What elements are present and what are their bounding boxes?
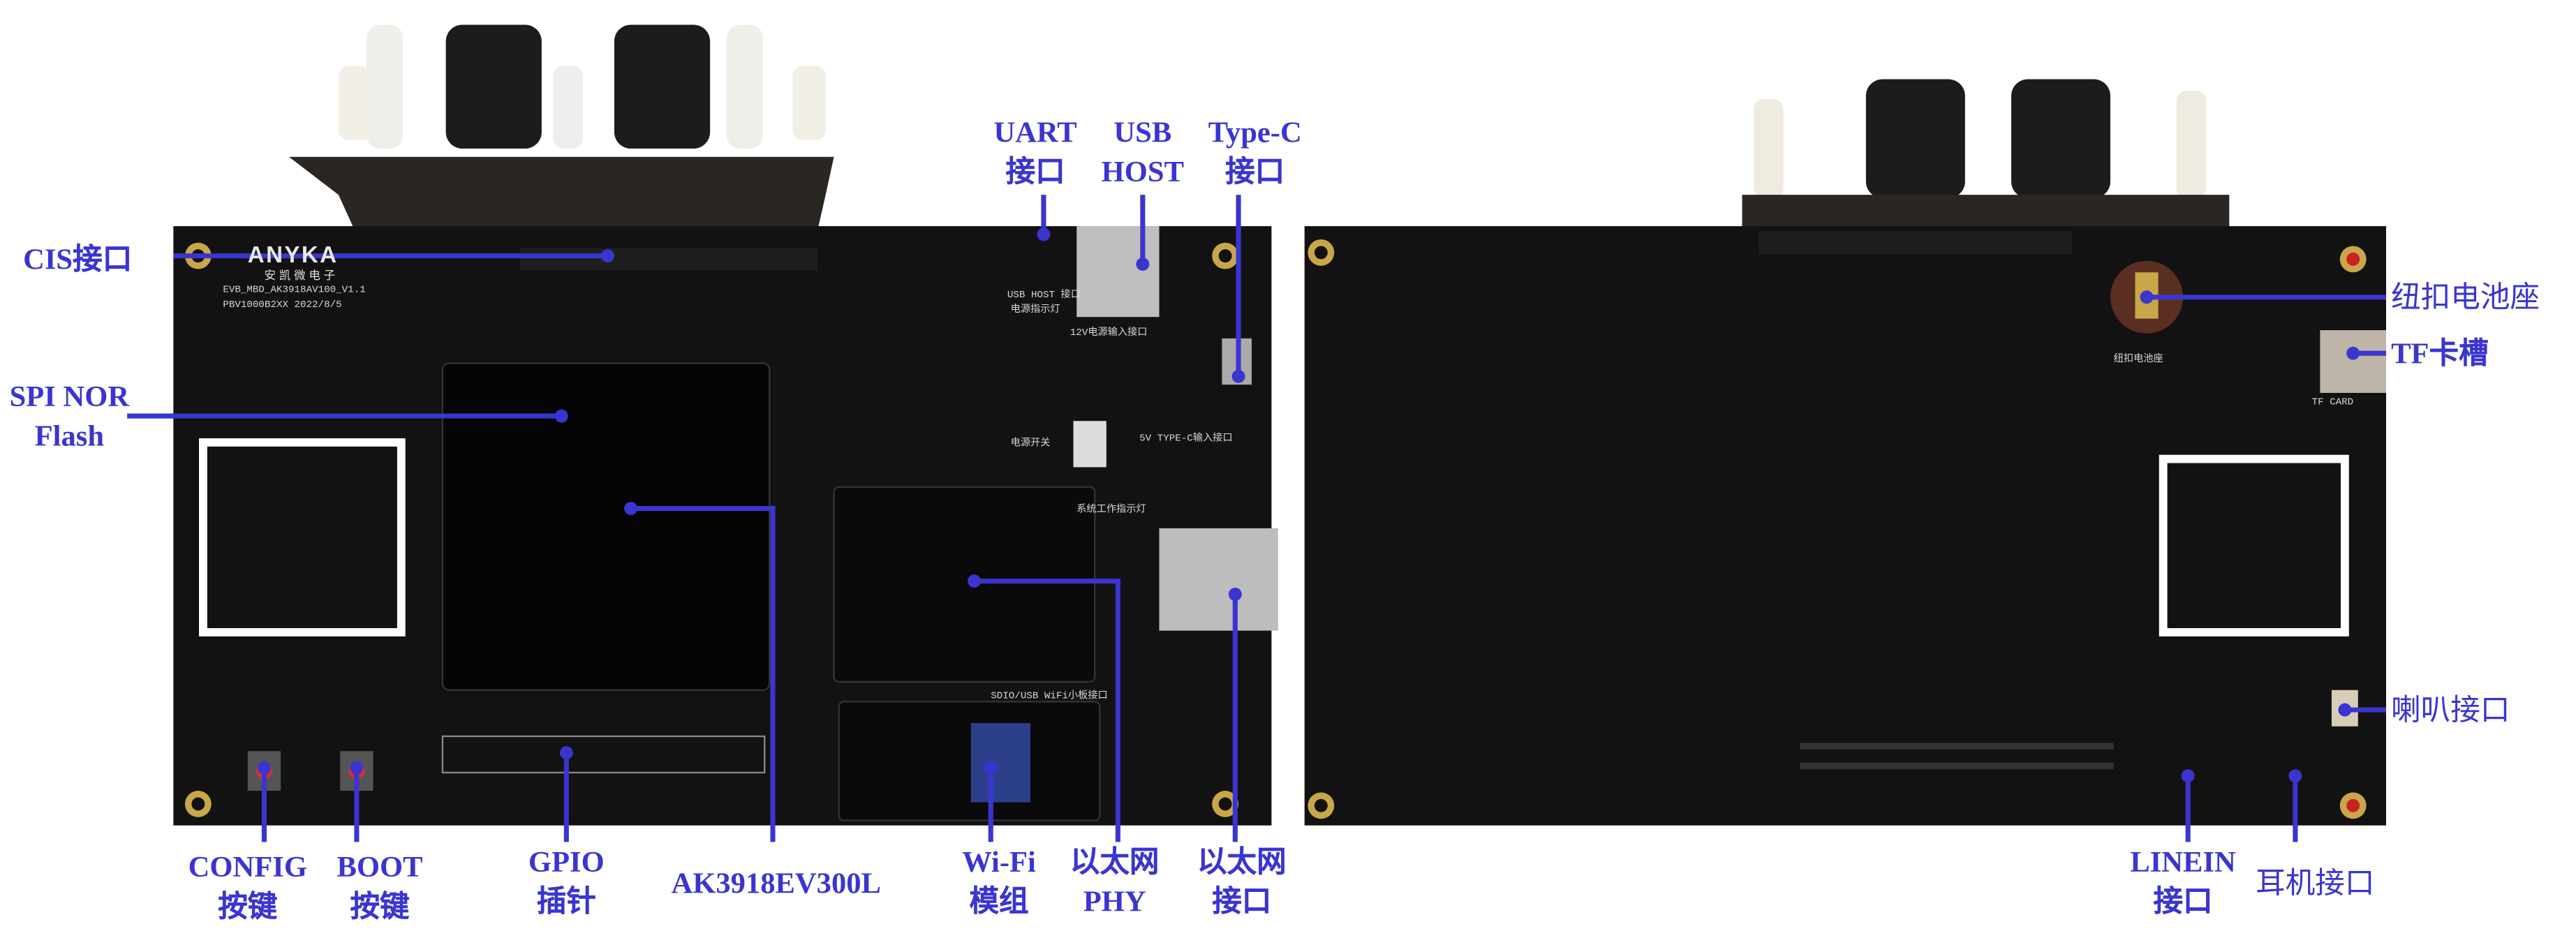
label-coin-battery: 纽扣电池座 <box>2391 281 2540 314</box>
board-version: PBV1000B2XX 2022/8/5 <box>223 299 342 311</box>
right-camera-module <box>1742 79 2230 232</box>
label-ethernet-port: 以太网接口 <box>1197 845 1287 918</box>
annotation-dots <box>258 228 2360 783</box>
silk-typec: 5V TYPE-C输入接口 <box>1139 432 1233 445</box>
label-headphone: 耳机接口 <box>2256 866 2375 900</box>
silk-wifi-port: SDIO/USB WiFi小板接口 <box>991 690 1108 702</box>
label-soc: AK3918EV300L <box>671 866 881 900</box>
board-model: EVB_MBD_AK3918AV100_V1.1 <box>223 283 366 296</box>
label-tf-slot: TF卡槽 <box>2391 336 2489 370</box>
silk-usb-host: USB HOST 接口 <box>1007 288 1081 301</box>
silk-tf-card: TF CARD <box>2311 396 2354 408</box>
annotation-lines <box>127 195 2387 842</box>
left-camera-module <box>288 24 834 232</box>
silk-power-switch: 电源开关 <box>1010 437 1051 449</box>
silk-power-led: 电源指示灯 <box>1010 304 1060 315</box>
silk-battery: 纽扣电池座 <box>2113 353 2163 365</box>
label-cis: CIS接口 <box>23 242 133 276</box>
label-speaker: 喇叭接口 <box>2391 693 2510 727</box>
anyka-logo: ANYKA <box>247 241 339 268</box>
right-pcb <box>1304 226 2387 826</box>
silk-12v: 12V电源输入接口 <box>1069 327 1148 338</box>
logo-subtitle: 安凯微电子 <box>264 269 339 283</box>
silk-sys-led: 系统工作指示灯 <box>1076 503 1146 516</box>
